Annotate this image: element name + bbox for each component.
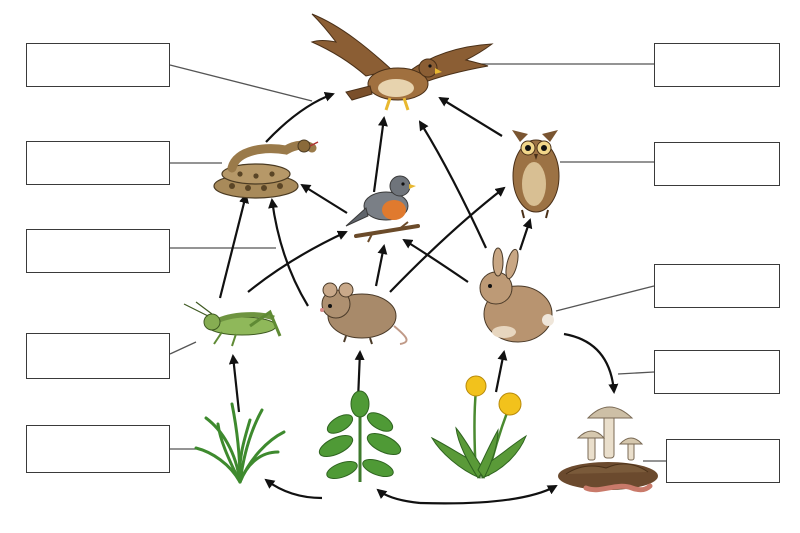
connector-hawk bbox=[169, 64, 313, 102]
label-box-left-2[interactable] bbox=[26, 141, 170, 185]
arrow-rabbit-to-owl bbox=[518, 218, 533, 251]
label-box-right-1[interactable] bbox=[654, 43, 780, 87]
rabbit-icon bbox=[479, 247, 554, 343]
earthworm-icon bbox=[583, 483, 653, 493]
owl-icon bbox=[512, 130, 560, 219]
arrow-mouse-to-owl bbox=[389, 186, 506, 293]
grasshopper-icon bbox=[183, 301, 282, 347]
mushroom-icon bbox=[558, 406, 658, 490]
energy-arrows bbox=[218, 92, 619, 505]
arrow-decomposers-to-dandelion bbox=[419, 485, 558, 505]
arrow-decomposers-to-grass bbox=[264, 478, 323, 500]
arrow-mouse-to-robin bbox=[374, 244, 388, 287]
arrow-robin-to-snake bbox=[300, 183, 348, 214]
label-box-left-3[interactable] bbox=[26, 229, 170, 273]
label-box-right-4[interactable] bbox=[654, 350, 780, 394]
connector-decomposer bbox=[617, 371, 655, 375]
label-box-left-5[interactable] bbox=[26, 425, 170, 473]
hawk-icon bbox=[310, 13, 494, 111]
arrow-mouse-to-snake bbox=[268, 198, 309, 307]
robin-icon bbox=[345, 175, 420, 243]
label-box-left-4[interactable] bbox=[26, 333, 170, 379]
arrow-decomposers-to-plant bbox=[376, 488, 421, 505]
arrow-snake-to-hawk bbox=[265, 92, 335, 143]
grass-icon bbox=[194, 402, 286, 484]
arrow-robin-to-hawk bbox=[372, 116, 388, 193]
label-box-right-5[interactable] bbox=[666, 439, 780, 483]
connector-lines bbox=[169, 63, 666, 462]
arrow-dandelion-to-rabbit bbox=[494, 350, 508, 393]
arrow-grasshopper-to-robin bbox=[247, 230, 348, 293]
label-box-right-3[interactable] bbox=[654, 264, 780, 308]
connector-rabbit bbox=[555, 285, 655, 312]
connector-grasshopper bbox=[169, 341, 197, 355]
arrow-rabbit-to-decomposers bbox=[563, 332, 619, 394]
arrow-grass-to-grasshopper bbox=[228, 354, 241, 413]
arrow-grasshopper-to-snake bbox=[218, 193, 249, 299]
label-box-left-1[interactable] bbox=[26, 43, 170, 87]
arrow-owl-to-hawk bbox=[438, 96, 503, 137]
label-box-right-2[interactable] bbox=[654, 142, 780, 186]
arrow-rabbit-to-hawk bbox=[418, 120, 487, 249]
dandelion-icon bbox=[430, 375, 527, 479]
snake-icon bbox=[213, 139, 319, 199]
leafy-plant-icon bbox=[318, 390, 402, 482]
mouse-icon bbox=[320, 282, 408, 345]
arrow-rabbit-to-robin bbox=[402, 238, 469, 283]
